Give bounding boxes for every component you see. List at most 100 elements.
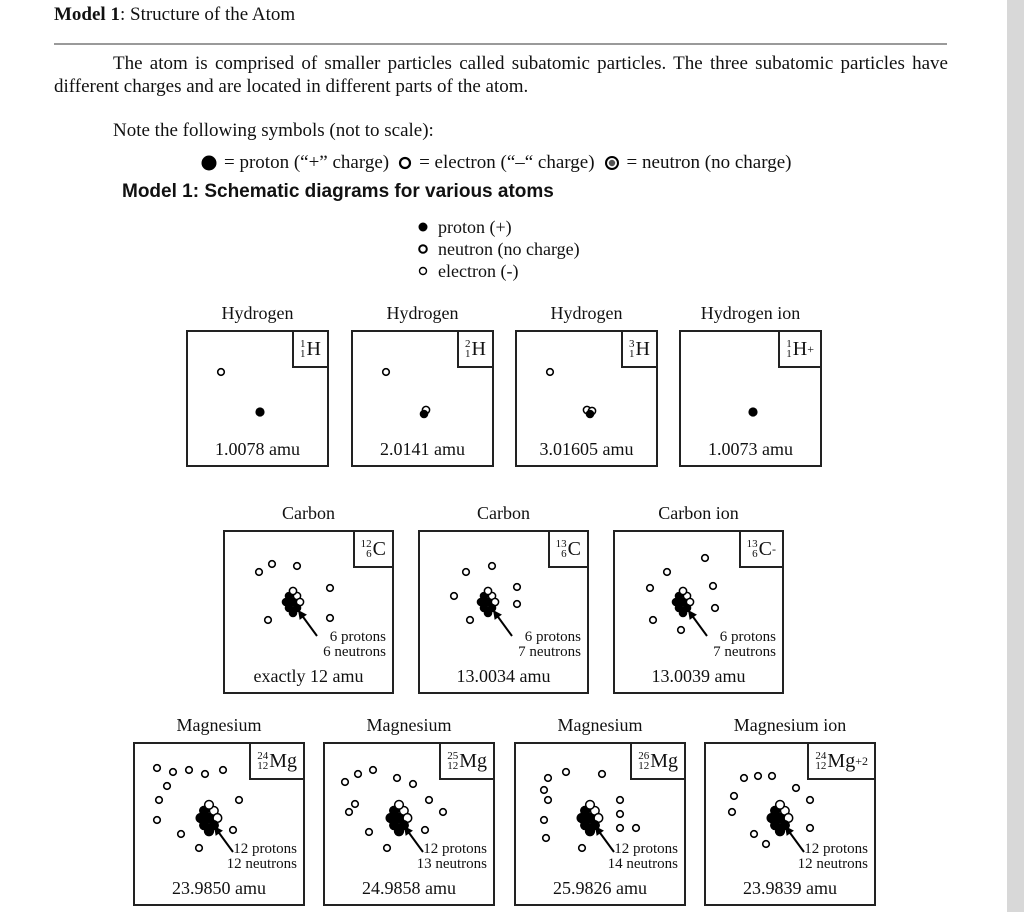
symbol-neutron-label: = neutron (no charge) (626, 152, 792, 173)
atomic-number: 12 (815, 760, 827, 772)
side-panel-strip (1007, 0, 1024, 912)
element-symbol: Mg (459, 749, 487, 772)
atom-drawing (727, 771, 815, 853)
arrow-head (404, 826, 413, 836)
electron-icon (382, 843, 392, 853)
atomic-number: 6 (752, 548, 758, 560)
mass-number: 12 (360, 538, 372, 550)
electron-icon (420, 825, 430, 835)
atom-name: Magnesium ion (733, 715, 847, 735)
atom-name: Hydrogen (550, 303, 623, 323)
neutrons-count: 12 neutrons (797, 856, 868, 872)
neutron-icon (393, 799, 405, 810)
atom-drawing (539, 767, 641, 853)
electron-icon (512, 599, 522, 609)
electron-icon (805, 823, 815, 833)
electron-icon (340, 777, 350, 787)
atomic-mass: 1.0078 amu (215, 439, 300, 459)
electron-icon (791, 783, 801, 793)
title-divider (54, 43, 947, 45)
neutrons-count: 6 neutrons (323, 644, 386, 660)
proton-icon (585, 409, 595, 419)
electron-icon (325, 613, 335, 623)
electron-icon (805, 795, 815, 805)
element-symbol: H (792, 337, 808, 360)
electron-icon (753, 771, 763, 781)
electron-icon (234, 795, 244, 805)
electron-icon (676, 625, 686, 635)
electron-icon (325, 583, 335, 593)
electron-icon (708, 581, 718, 591)
electron-icon (353, 769, 363, 779)
electron-icon (543, 795, 553, 805)
protons-count: 6 protons (524, 629, 581, 645)
electron-icon (218, 765, 228, 775)
proton-icon (483, 608, 493, 618)
element-symbol: H (471, 337, 486, 360)
electron-icon (710, 603, 720, 613)
electron-icon (729, 791, 739, 801)
atomic-number: 1 (629, 348, 635, 360)
neutron-icon (678, 586, 688, 596)
atom-drawing (545, 367, 597, 419)
neutron-icon (203, 799, 215, 810)
electron-icon (200, 769, 210, 779)
neutron-icon (418, 244, 428, 254)
electron-icon (176, 829, 186, 839)
neutron-icon (584, 799, 596, 810)
electron-icon (418, 266, 428, 276)
mass-number: 26 (638, 750, 650, 762)
electron-icon (615, 809, 625, 819)
mass-number: 13 (555, 538, 567, 550)
electron-icon (184, 765, 194, 775)
electron-icon (254, 567, 264, 577)
atom-name: Carbon ion (658, 503, 739, 523)
atom-name: Magnesium (366, 715, 452, 735)
atomic-number: 12 (638, 760, 650, 772)
electron-icon (577, 843, 587, 853)
atomic-number: 6 (561, 548, 567, 560)
atom-name: Carbon (282, 503, 335, 523)
electron-icon (561, 767, 571, 777)
atomic-mass: 13.0039 amu (651, 666, 746, 686)
electron-icon (615, 795, 625, 805)
electron-icon (631, 823, 641, 833)
mass-number: 25 (447, 750, 459, 762)
electron-icon (424, 795, 434, 805)
atomic-mass: 13.0034 amu (456, 666, 551, 686)
atom-drawing (449, 561, 522, 637)
mass-number: 3 (629, 338, 635, 350)
neutrons-count: 7 neutrons (713, 644, 776, 660)
mass-number: 24 (257, 750, 269, 762)
neutron-icon (483, 586, 493, 596)
mass-number: 24 (815, 750, 827, 762)
atomic-number: 6 (366, 548, 372, 560)
neutrons-count: 13 neutrons (416, 856, 487, 872)
atomic-mass: 2.0141 amu (380, 439, 465, 459)
protons-count: 6 protons (329, 629, 386, 645)
electron-icon (727, 807, 737, 817)
page-title: Model 1: Structure of the Atom (54, 4, 296, 25)
proton-icon (393, 826, 405, 837)
